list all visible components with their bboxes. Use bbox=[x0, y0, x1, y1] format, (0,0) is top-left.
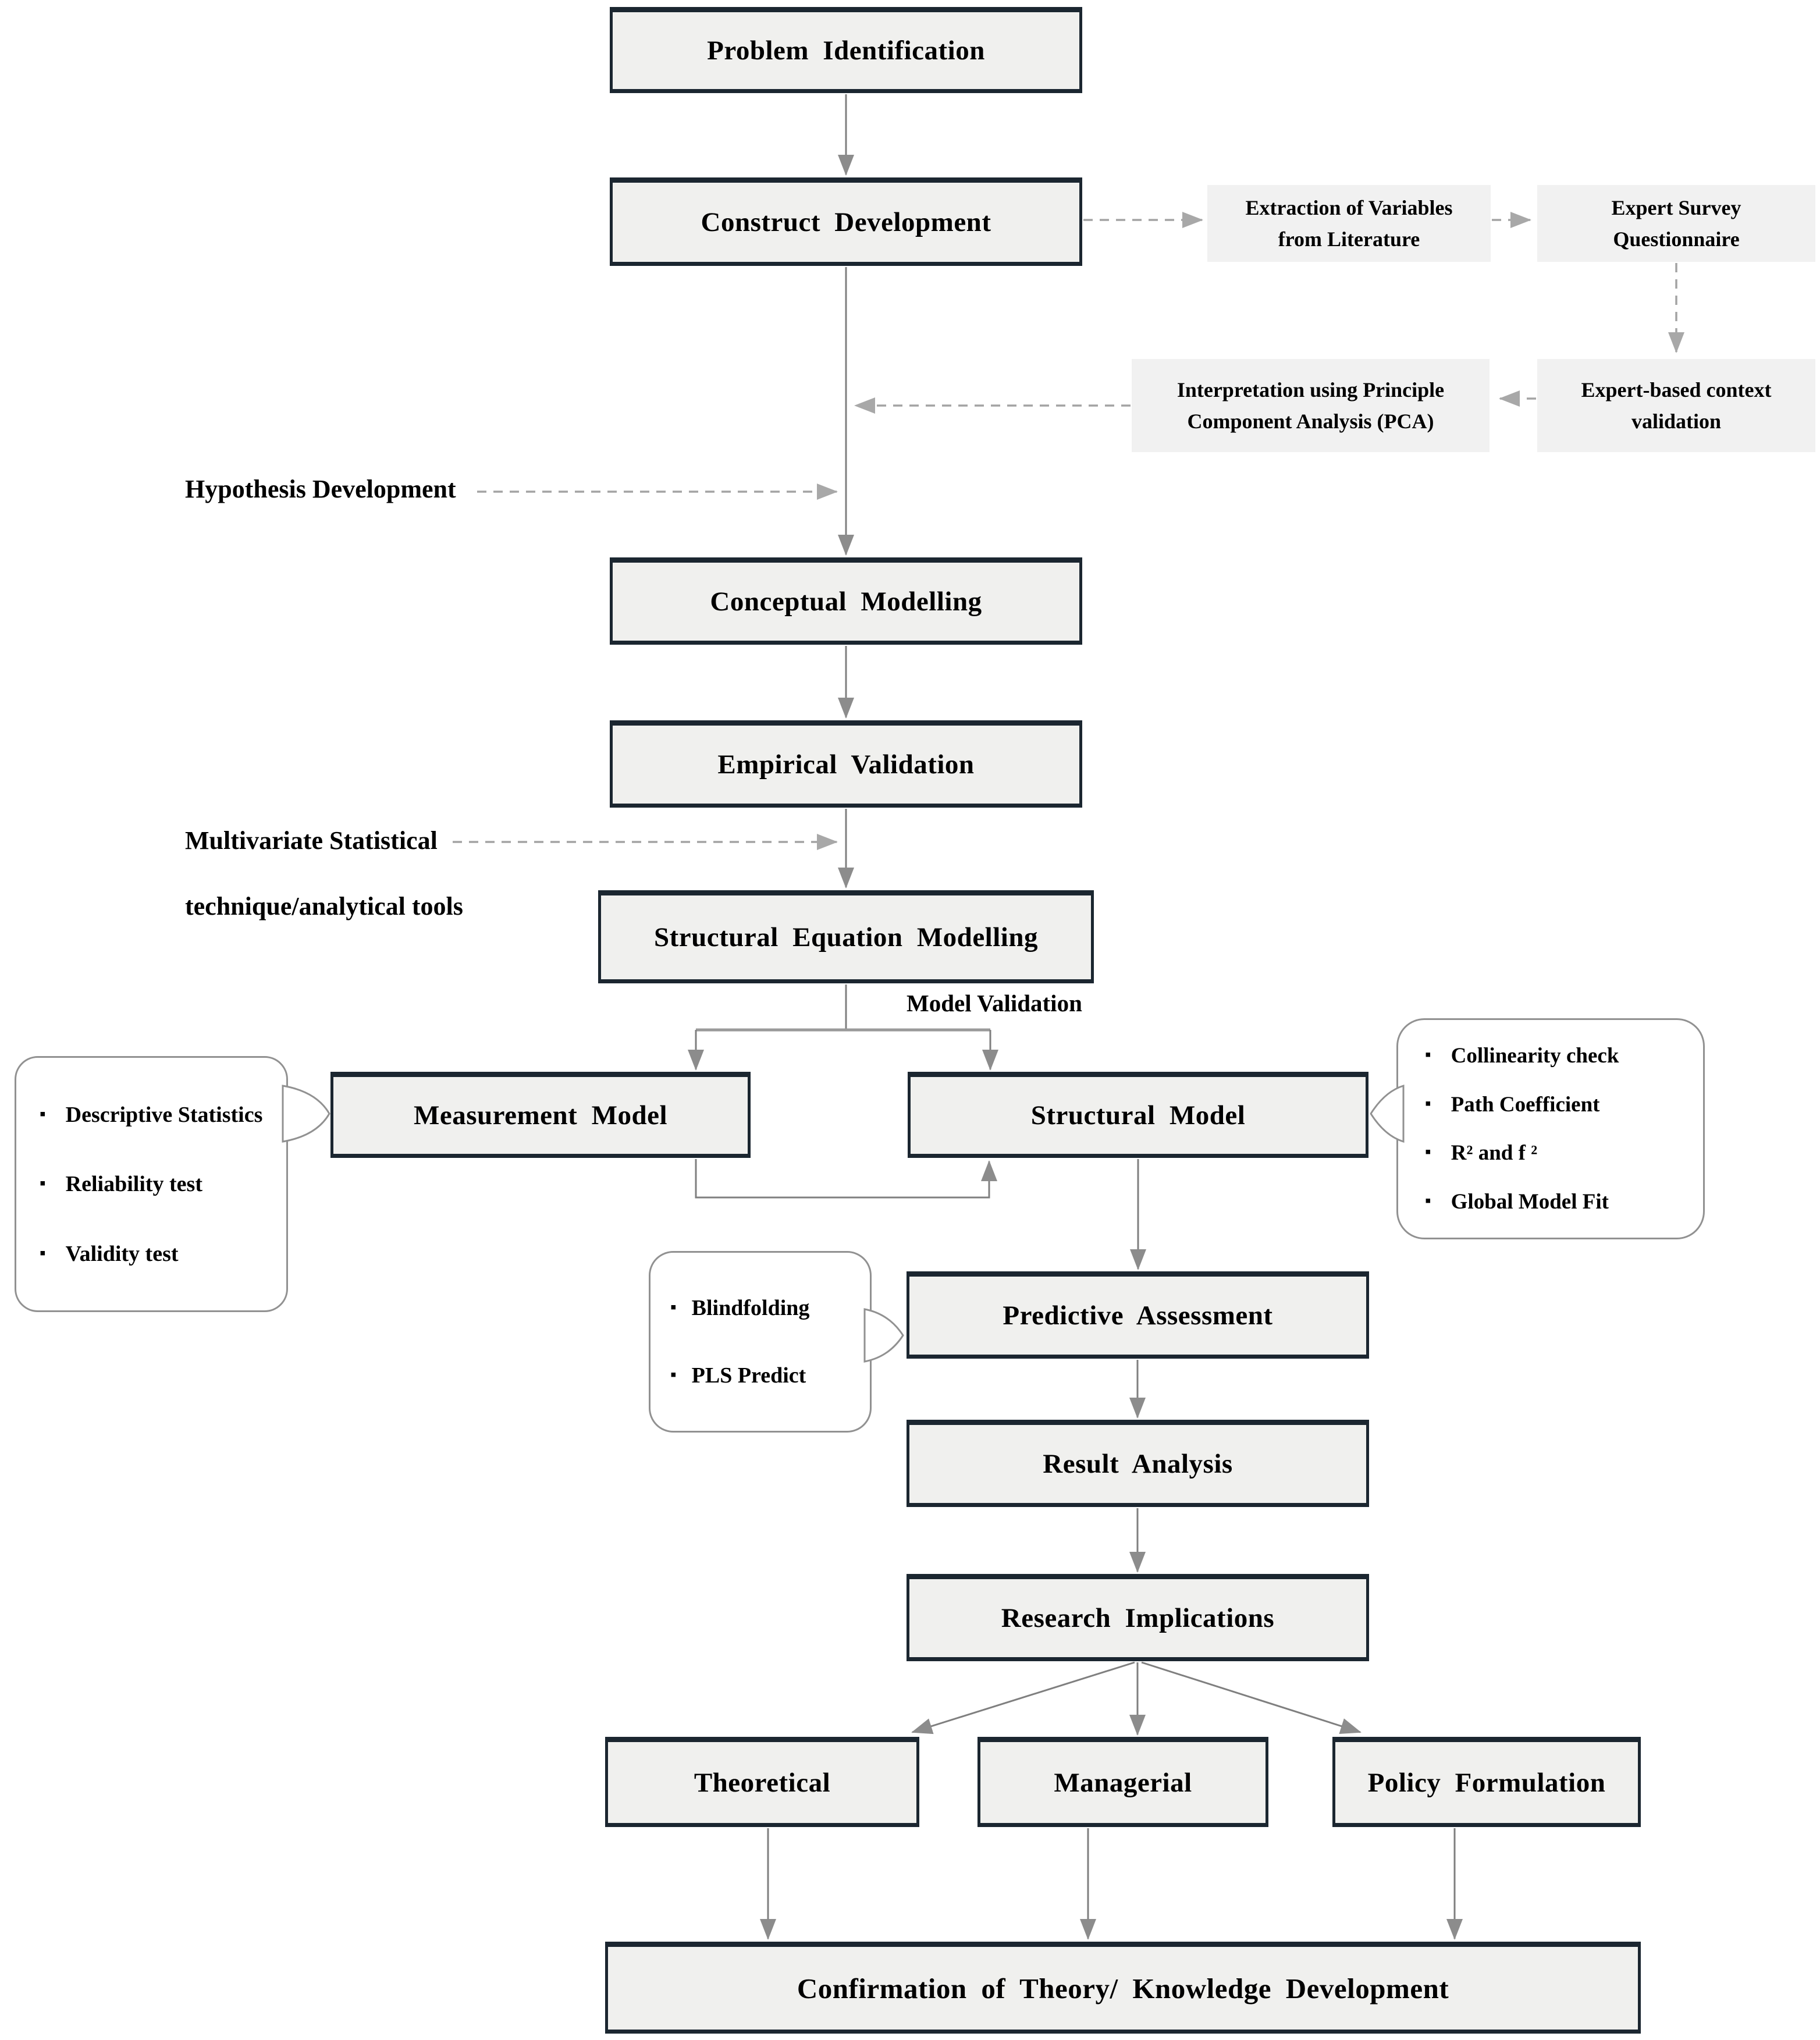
list-item: Path Coefficient bbox=[1425, 1092, 1695, 1117]
list-item: Global Model Fit bbox=[1425, 1189, 1695, 1214]
arrow-implications-to-theoretical bbox=[911, 1661, 1135, 1735]
sidebox-expert-based-context-validation: Expert-based context validation bbox=[1537, 359, 1815, 452]
list-item-label: PLS Predict bbox=[691, 1363, 806, 1388]
list-item: R² and f ² bbox=[1425, 1140, 1695, 1165]
callout-measurement-model-tests: Descriptive Statistics Reliability test … bbox=[15, 1056, 288, 1312]
list-item-label: Path Coefficient bbox=[1451, 1092, 1600, 1117]
box-research-implications: Research Implications bbox=[907, 1574, 1369, 1661]
list-item-label: Global Model Fit bbox=[1451, 1189, 1609, 1214]
callout-predictive-assessment-methods: Blindfolding PLS Predict bbox=[649, 1251, 872, 1433]
box-policy-formulation: Policy Formulation bbox=[1332, 1737, 1641, 1827]
list-item: PLS Predict bbox=[670, 1363, 862, 1388]
box-theoretical: Theoretical bbox=[605, 1737, 919, 1827]
callout-pointer-structural bbox=[1370, 1084, 1405, 1143]
label-multivariate-statistical: Multivariate Statistical bbox=[185, 826, 438, 855]
box-result-analysis: Result Analysis bbox=[907, 1420, 1369, 1507]
callout-pointer-predictive bbox=[863, 1308, 904, 1363]
box-structural-equation-modelling: Structural Equation Modelling bbox=[598, 890, 1094, 983]
box-empirical-validation: Empirical Validation bbox=[610, 720, 1082, 808]
list-item: Validity test bbox=[40, 1241, 278, 1267]
box-structural-model: Structural Model bbox=[908, 1072, 1368, 1158]
box-managerial: Managerial bbox=[977, 1737, 1268, 1827]
arrow-implications-to-policy bbox=[1141, 1661, 1362, 1734]
box-predictive-assessment: Predictive Assessment bbox=[907, 1271, 1369, 1359]
list-item-label: Collinearity check bbox=[1451, 1044, 1619, 1068]
callout-pointer-measurement bbox=[282, 1085, 330, 1143]
list-item-label: Descriptive Statistics bbox=[65, 1102, 263, 1127]
measurement-tests-list: Descriptive Statistics Reliability test … bbox=[16, 1058, 286, 1310]
label-analytical-tools: technique/analytical tools bbox=[185, 892, 463, 921]
list-item: Reliability test bbox=[40, 1171, 278, 1197]
callout-structural-model-checks: Collinearity check Path Coefficient R² a… bbox=[1396, 1018, 1705, 1239]
label-model-validation: Model Validation bbox=[907, 990, 1082, 1017]
box-construct-development: Construct Development bbox=[610, 177, 1082, 266]
list-item-label: Blindfolding bbox=[691, 1295, 810, 1320]
list-item-label: R² and f ² bbox=[1451, 1141, 1538, 1165]
list-item-label: Validity test bbox=[65, 1241, 179, 1266]
box-measurement-model: Measurement Model bbox=[330, 1072, 751, 1158]
box-conceptual-modelling: Conceptual Modelling bbox=[610, 557, 1082, 645]
sidebox-interpretation-pca: Interpretation using Principle Component… bbox=[1132, 359, 1490, 452]
predictive-methods-list: Blindfolding PLS Predict bbox=[650, 1253, 870, 1431]
box-confirmation-of-theory: Confirmation of Theory/ Knowledge Develo… bbox=[605, 1942, 1641, 2034]
box-problem-identification: Problem Identification bbox=[610, 7, 1082, 93]
label-hypothesis-development: Hypothesis Development bbox=[185, 475, 456, 503]
arrow-measurement-to-structural-elbow bbox=[695, 1159, 997, 1199]
sidebox-extraction-of-variables: Extraction of Variables from Literature bbox=[1207, 185, 1491, 262]
list-item: Collinearity check bbox=[1425, 1043, 1695, 1068]
list-item: Blindfolding bbox=[670, 1295, 862, 1321]
structural-checks-list: Collinearity check Path Coefficient R² a… bbox=[1398, 1020, 1703, 1238]
sidebox-expert-survey-questionnaire: Expert Survey Questionnaire bbox=[1537, 185, 1815, 262]
list-item-label: Reliability test bbox=[65, 1172, 202, 1196]
list-item: Descriptive Statistics bbox=[40, 1102, 278, 1128]
